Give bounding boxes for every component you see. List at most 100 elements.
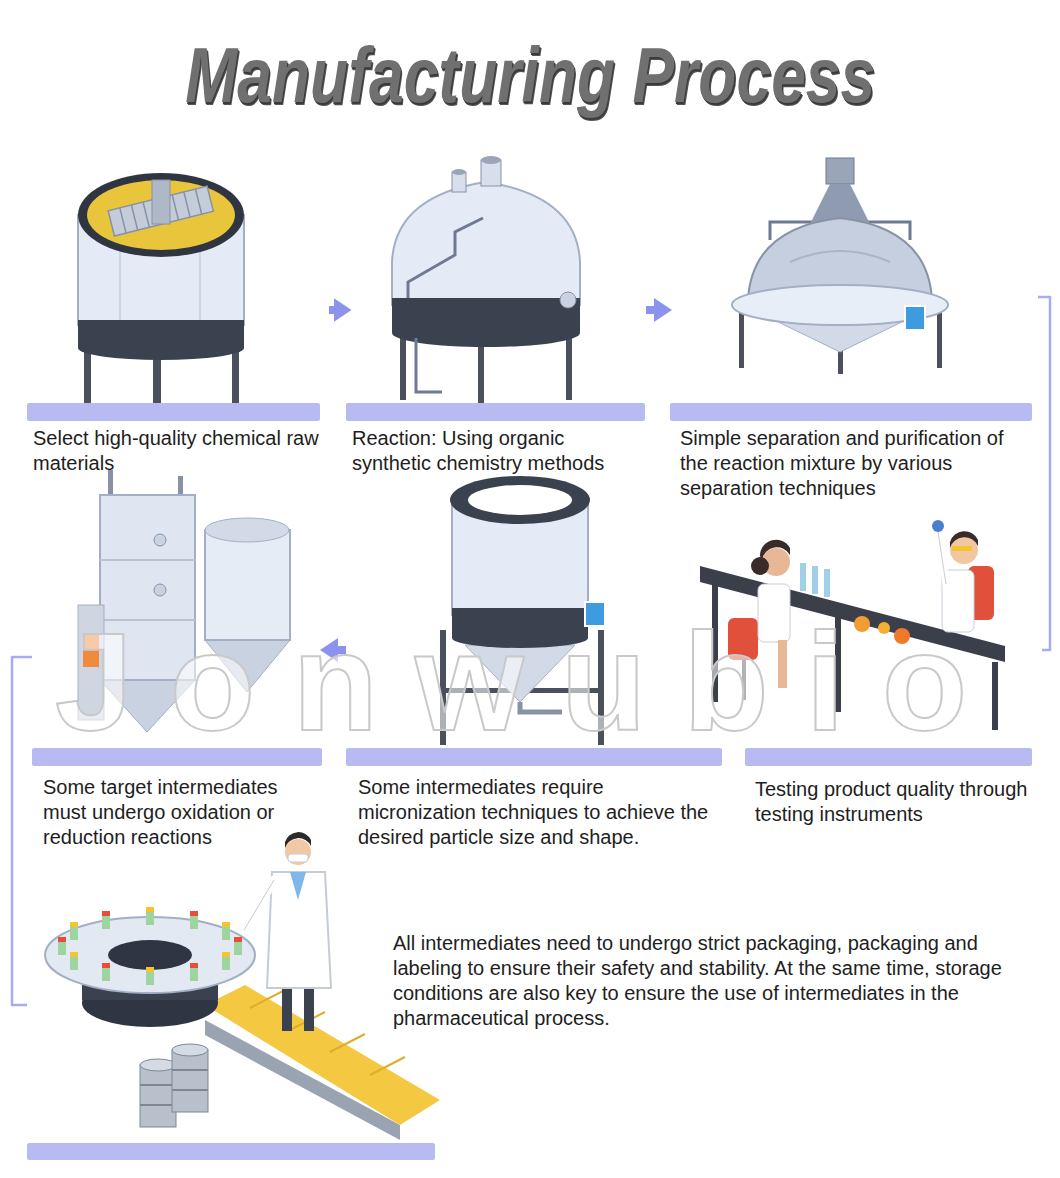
separation-vessel-part bbox=[790, 251, 890, 262]
separation-vessel-part bbox=[826, 158, 854, 184]
step-caption: Select high-quality chemical raw materia… bbox=[33, 426, 327, 476]
packaging-line-part bbox=[250, 990, 405, 1075]
testing-lab-part bbox=[932, 520, 944, 532]
step-caption: Testing product quality through testing … bbox=[755, 777, 1037, 827]
operator-part bbox=[304, 985, 314, 1031]
packaging-line-part bbox=[108, 940, 192, 970]
bottles-part bbox=[102, 911, 110, 916]
operator-part bbox=[285, 832, 311, 848]
reactor-vessel-part bbox=[566, 330, 572, 400]
bottles-part bbox=[58, 937, 66, 942]
diagram-title: Manufacturing Process bbox=[185, 36, 875, 114]
bottles-part bbox=[146, 967, 154, 972]
step-band bbox=[346, 403, 645, 421]
reactor-vessel-part bbox=[392, 298, 580, 347]
operator-part bbox=[267, 872, 331, 988]
reactor-vessel bbox=[392, 156, 580, 403]
reactor-vessel-part bbox=[392, 182, 580, 305]
step-band bbox=[670, 403, 1032, 421]
bottles-part bbox=[234, 941, 242, 955]
caption-block: Simple separation and purification of th… bbox=[680, 426, 1036, 501]
reactor-vessel-part bbox=[400, 330, 406, 400]
bottles-part bbox=[234, 937, 242, 942]
testing-lab-part bbox=[938, 532, 946, 584]
bottles-part bbox=[70, 952, 78, 957]
separation-vessel-part bbox=[739, 310, 744, 368]
testing-lab-part bbox=[812, 566, 818, 594]
testing-lab-part bbox=[824, 569, 830, 597]
packaging-line-part bbox=[172, 1070, 208, 1090]
testing-lab-part bbox=[938, 532, 946, 584]
testing-lab-part bbox=[760, 540, 790, 560]
step-caption: Simple separation and purification of th… bbox=[680, 426, 1036, 501]
packaging-line-part bbox=[205, 985, 440, 1125]
packaging-line-part bbox=[140, 1059, 176, 1071]
separation-vessel bbox=[732, 158, 948, 374]
bottles-part bbox=[146, 907, 154, 912]
operator-part bbox=[285, 839, 311, 865]
reactor-vessel-part bbox=[408, 218, 483, 298]
bottles-part bbox=[190, 963, 198, 968]
packaging-line-part bbox=[45, 917, 255, 993]
flow-arrow bbox=[646, 306, 658, 314]
testing-lab-part bbox=[950, 531, 978, 548]
bottles-part bbox=[222, 956, 230, 970]
bottles bbox=[58, 907, 242, 985]
mixing-tank bbox=[78, 173, 244, 416]
bottles-part bbox=[146, 971, 154, 985]
process-step: Select high-quality chemical raw materia… bbox=[27, 150, 329, 482]
reactor-columns-part bbox=[154, 584, 166, 596]
bottles-part bbox=[146, 911, 154, 925]
reactor-columns-part bbox=[100, 560, 195, 620]
operator-part bbox=[282, 985, 292, 1031]
reactor-columns-part bbox=[108, 470, 113, 498]
reactor-columns-part bbox=[154, 534, 166, 546]
testing-lab-part bbox=[751, 557, 769, 575]
packaging-line-part bbox=[172, 1044, 208, 1056]
packaging-line bbox=[45, 832, 440, 1140]
caption-block: Select high-quality chemical raw materia… bbox=[33, 426, 327, 476]
micronization-tank-part bbox=[468, 485, 572, 515]
caption-block: All intermediates need to undergo strict… bbox=[393, 931, 1033, 1031]
operator bbox=[244, 832, 331, 1031]
operator-part bbox=[244, 880, 274, 930]
bottles-part bbox=[102, 963, 110, 968]
mixing-tank-part bbox=[78, 173, 244, 257]
caption-block: Testing product quality through testing … bbox=[755, 777, 1037, 827]
process-step: All intermediates need to undergo strict… bbox=[27, 835, 1035, 1160]
flow-arrow bbox=[329, 306, 338, 314]
caption-block: Some target intermediates must undergo o… bbox=[43, 775, 319, 850]
operator-part bbox=[244, 880, 274, 930]
bottles-part bbox=[190, 915, 198, 929]
packaging-line-part bbox=[140, 1065, 176, 1127]
caption-block: Some intermediates require micronization… bbox=[358, 775, 720, 850]
bottles-part bbox=[70, 956, 78, 970]
operator-part bbox=[290, 872, 306, 900]
micronization-tank-part bbox=[450, 476, 590, 524]
mixing-tank-part bbox=[152, 180, 170, 224]
bottles-part bbox=[58, 941, 66, 955]
separation-vessel-part bbox=[905, 306, 925, 330]
bottles-part bbox=[70, 926, 78, 940]
mixing-tank-part bbox=[87, 180, 235, 250]
bottles-part bbox=[222, 926, 230, 940]
reactor-columns-part bbox=[205, 518, 289, 542]
bottles-part bbox=[222, 952, 230, 957]
packaging-line-part bbox=[140, 1085, 176, 1105]
bottles-part bbox=[102, 967, 110, 981]
process-step: Simple separation and purification of th… bbox=[670, 150, 1038, 507]
bottles-part bbox=[190, 911, 198, 916]
bottles-part bbox=[190, 967, 198, 981]
packaging-line-part bbox=[172, 1050, 208, 1112]
step-caption: Some target intermediates must undergo o… bbox=[43, 775, 319, 850]
reactor-vessel-part bbox=[416, 338, 442, 392]
operator-part bbox=[288, 854, 308, 862]
step-band bbox=[27, 1143, 435, 1160]
process-step: Reaction: Using organic synthetic chemis… bbox=[346, 160, 646, 482]
reactor-vessel-part bbox=[481, 156, 501, 164]
bottles-part bbox=[222, 922, 230, 927]
reactor-vessel-part bbox=[560, 292, 576, 308]
caption-block: Reaction: Using organic synthetic chemis… bbox=[352, 426, 644, 476]
